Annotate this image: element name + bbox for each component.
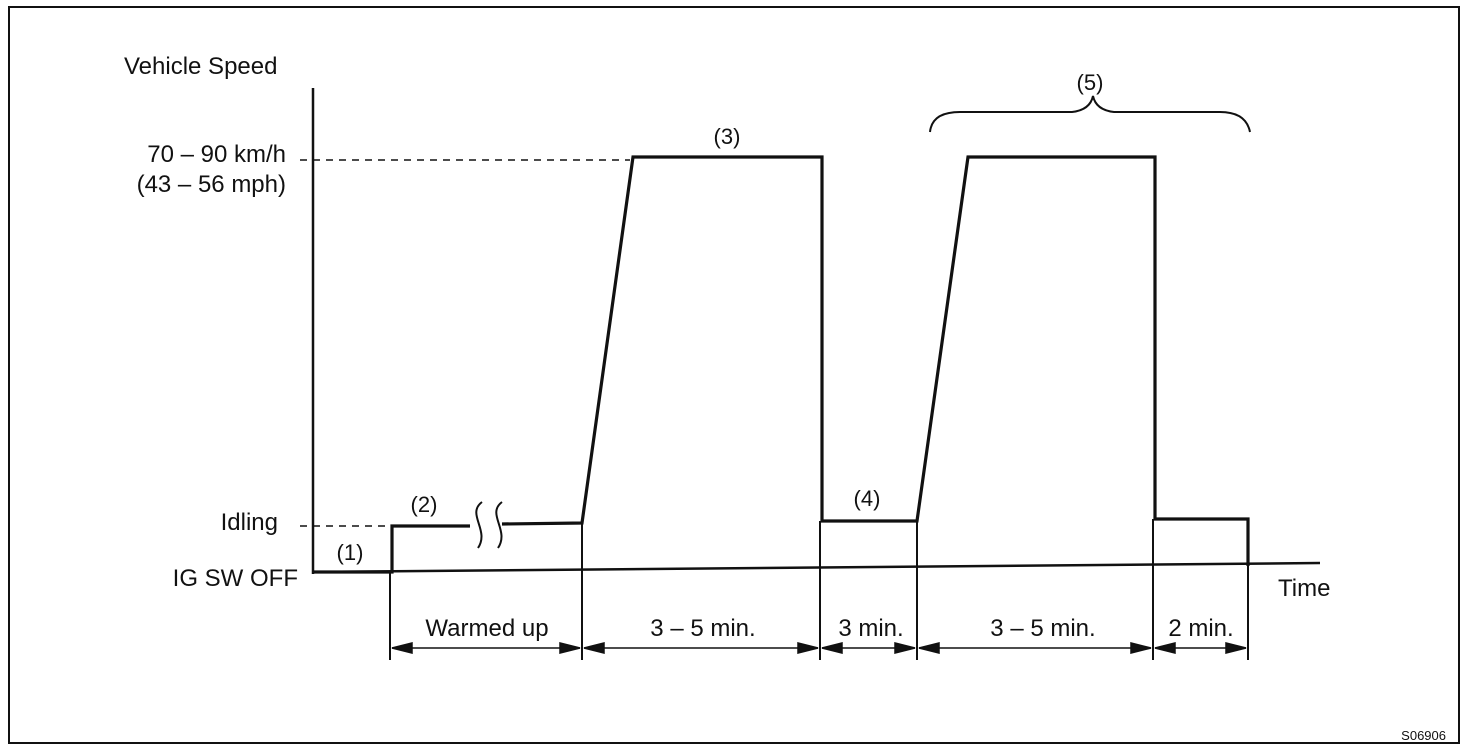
arrowhead: [1225, 642, 1247, 654]
x-axis-label: Time: [1278, 575, 1330, 602]
arrowhead: [391, 642, 413, 654]
arrowhead: [821, 642, 843, 654]
step-label: (4): [854, 486, 881, 511]
x-axis: [312, 561, 1321, 574]
step-label: (5): [1077, 70, 1104, 95]
arrowhead: [797, 642, 819, 654]
arrowhead: [559, 642, 581, 654]
step-label: (1): [337, 540, 364, 565]
break-mark: [475, 501, 483, 549]
arrowhead: [1154, 642, 1176, 654]
speed-label-kmh: 70 – 90 km/h: [147, 141, 286, 168]
step5-brace: [929, 95, 1251, 133]
speed-label-mph: (43 – 56 mph): [137, 171, 286, 198]
arrowhead: [1130, 642, 1152, 654]
interval-label: 2 min.: [1168, 615, 1233, 642]
break-mark: [495, 501, 503, 549]
step-label: (2): [411, 492, 438, 517]
figure-id: S06906: [1401, 728, 1446, 743]
speed-profile-line: [313, 524, 470, 574]
arrowhead: [894, 642, 916, 654]
interval-label: 3 – 5 min.: [650, 615, 755, 642]
interval-label: 3 min.: [838, 615, 903, 642]
interval-label: Warmed up: [425, 615, 548, 642]
figure-frame: [8, 6, 1460, 744]
arrowhead: [918, 642, 940, 654]
arrowhead: [583, 642, 605, 654]
interval-label: 3 – 5 min.: [990, 615, 1095, 642]
ig-sw-off-label: IG SW OFF: [173, 565, 298, 592]
step-label: (3): [714, 124, 741, 149]
y-axis-label: Vehicle Speed: [124, 53, 277, 80]
idling-label: Idling: [221, 509, 278, 536]
